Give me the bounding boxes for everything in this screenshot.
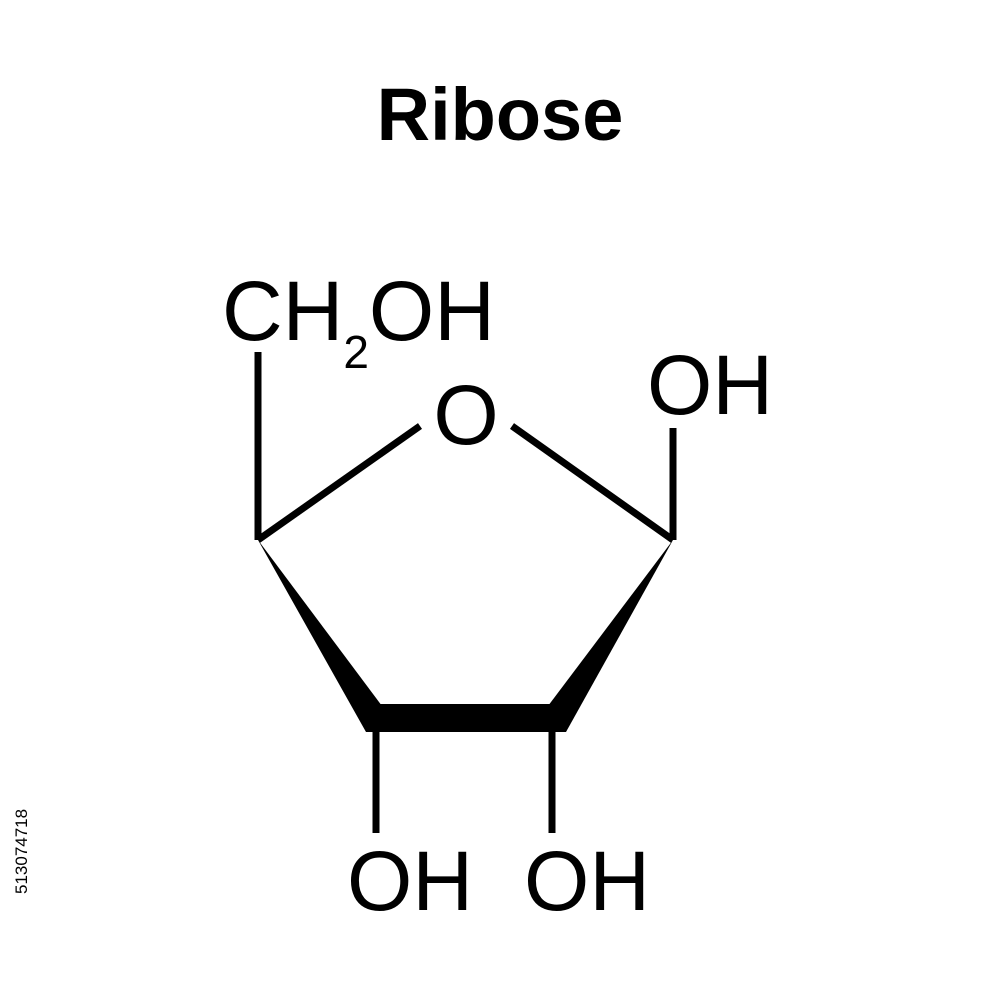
anomeric-oh-label: OH — [647, 338, 773, 432]
ch2oh-label: CH2OH — [222, 264, 495, 378]
ring-oxygen-label: O — [433, 368, 498, 462]
o-c1-bond — [509, 423, 676, 543]
c2-oh-label: OH — [524, 834, 650, 928]
svg-text:513074718: 513074718 — [12, 809, 31, 894]
c3-c2-bold-bond — [376, 704, 552, 732]
c1-c2-wedge-bond — [548, 540, 673, 732]
diagram-title: Ribose — [376, 73, 624, 156]
c4-o-bond — [255, 423, 423, 543]
c3-oh-label: OH — [347, 834, 473, 928]
c4-c3-wedge-bond — [258, 540, 382, 732]
stock-id-label: 513074718 — [12, 809, 31, 894]
